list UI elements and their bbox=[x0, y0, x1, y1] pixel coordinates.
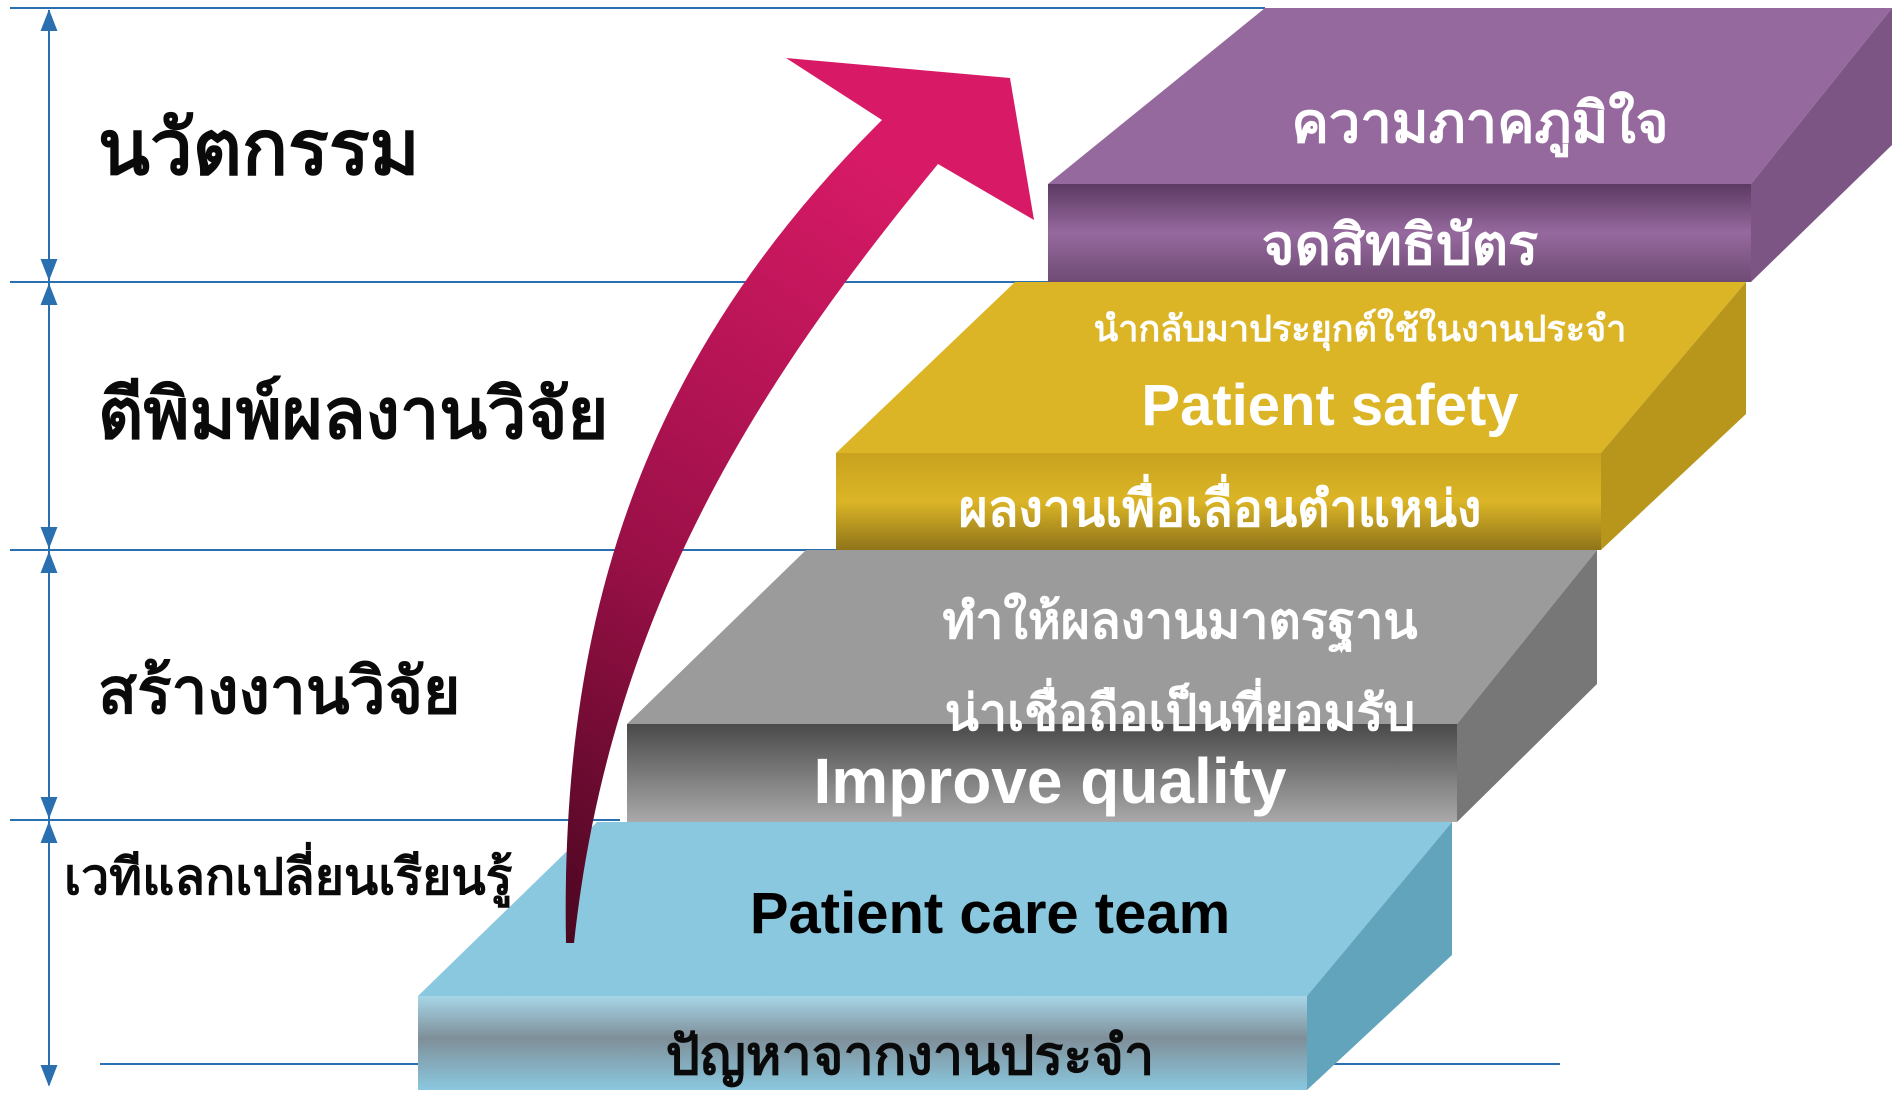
level-label-innovation: นวัตกรรม bbox=[98, 103, 420, 192]
step-gray bbox=[627, 550, 1597, 822]
gray-step-line2: น่าเชื่อถือเป็นที่ยอมรับ bbox=[944, 683, 1416, 742]
step-yellow bbox=[836, 282, 1746, 550]
gray-step-line1: ทำให้ผลงานมาตรฐาน bbox=[942, 591, 1418, 650]
level-label-publish-research: ตีพิมพ์ผลงานวิจัย bbox=[98, 372, 609, 455]
yellow-step-title: Patient safety bbox=[1141, 373, 1519, 438]
blue-step-front-label: ปัญหาจากงานประจำ bbox=[665, 1023, 1155, 1087]
level-label-learning-forum: เวทีแลกเปลี่ยนเรียนรู้ bbox=[64, 847, 513, 906]
purple-step-title: ความภาคภูมิใจ bbox=[1291, 90, 1669, 156]
purple-step-front-label: จดสิทธิบัตร bbox=[1261, 212, 1539, 278]
step-purple bbox=[1048, 8, 1892, 282]
gray-step-front-label: Improve quality bbox=[813, 745, 1287, 817]
growth-arrow bbox=[565, 58, 1034, 943]
blue-step-title: Patient care team bbox=[749, 881, 1231, 946]
yellow-step-front-label: ผลงานเพื่อเลื่อนตำแหน่ง bbox=[958, 479, 1482, 538]
level-label-create-research: สร้างงานวิจัย bbox=[98, 654, 461, 729]
yellow-step-line1: นำกลับมาประยุกต์ใช้ในงานประจำ bbox=[1093, 308, 1627, 350]
step-blue bbox=[418, 822, 1452, 1090]
